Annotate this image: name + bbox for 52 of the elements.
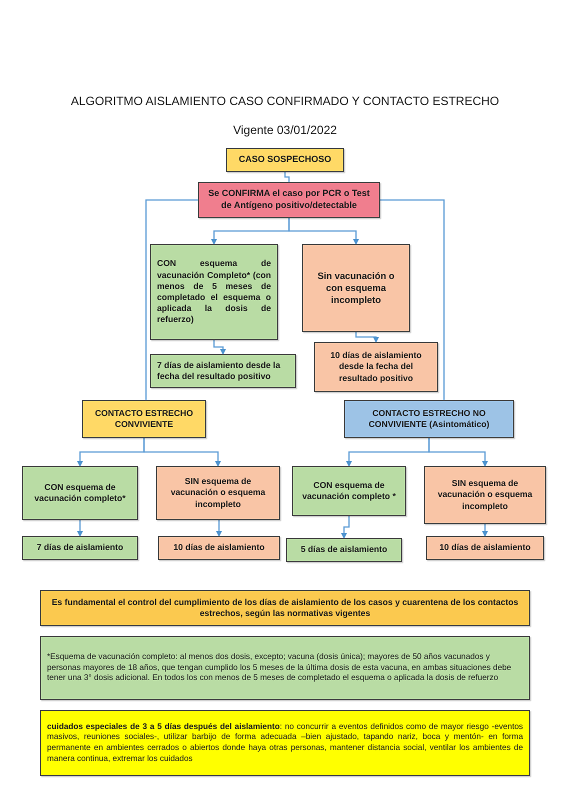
box-text: 10 días de aislamiento (438, 542, 532, 554)
box-text: 5 días de aislamiento (300, 544, 388, 556)
result-box (22, 536, 138, 560)
start-box (226, 148, 344, 172)
box-text: SIN esquema de vacunación o esquema incompleto (170, 476, 266, 510)
result-box (150, 354, 296, 388)
note-text: Es fundamental el control del cumplimiento de los días de aislamiento de los casos y cuarentena de los contactos estrechos, según las normativas vigentes (50, 596, 520, 620)
box-text: CON esquema de vacunación completo * (301, 480, 397, 502)
arrow (77, 520, 83, 537)
result-box (158, 536, 280, 560)
box-text: 7 días de aislamiento desde la fecha del resultado positivo (157, 360, 282, 382)
connector-line (145, 199, 198, 400)
box-text: Sin vacunación o con esquema incompleto (316, 270, 396, 306)
box-text: CONTACTO ESTRECHO NO CONVIVIENTE (Asintomático) (368, 408, 490, 430)
note-box (40, 710, 530, 776)
result-box (286, 538, 402, 562)
box-text: Se CONFIRMA el caso por PCR o Test de Antígeno positivo/detectable (207, 188, 371, 212)
category-box (82, 400, 206, 438)
box-text: 10 días de aislamiento (172, 542, 266, 554)
category-box (344, 400, 514, 438)
result-box (426, 536, 544, 560)
arrow (143, 438, 221, 467)
arrow (482, 524, 488, 537)
note-box (40, 636, 530, 700)
condition-box (156, 466, 280, 520)
box-text: CASO SOSPECHOSO (238, 154, 332, 166)
condition-box (22, 466, 138, 520)
condition-box (424, 466, 546, 524)
arrow (213, 340, 226, 355)
box-text: 10 días de aislamiento desde la fecha del resultado positivo (329, 350, 423, 384)
validity-date: Vigente 03/01/2022 (232, 123, 338, 137)
arrow (216, 520, 222, 537)
result-box (314, 342, 438, 392)
box-text: 7 días de aislamiento (36, 542, 124, 554)
box-text: CONTACTO ESTRECHO CONVIVIENTE (94, 408, 194, 430)
condition-box (292, 466, 406, 516)
connector-line (284, 172, 290, 182)
condition-box (150, 244, 278, 340)
arrow (341, 516, 350, 539)
arrow (428, 438, 488, 467)
box-text: CON esquema de vacunación Completo* (con menos de 5 meses de completado el esquema o aplicada la dosis de refuerzo) (157, 258, 271, 326)
note-box (40, 590, 530, 626)
note-text: cuidados especiales de 3 a 5 días después del aislamiento: no concurrir a eventos definidos como de mayor riesgo -eventos masivos, reuniones sociales-, utilizar barbijo de forma adecuada –bien ajustado, tapando nariz, boca y mentón- en forma permanente en ambientes cerrados o abiertos donde haya otras personas, mantener distancia social, ventilar los ambientes de manera continua, extremar los cuidados (47, 722, 523, 764)
box-text: SIN esquema de vacunación o esquema incompleto (436, 478, 534, 512)
note-text: *Esquema de vacunación completo: al menos dos dosis, excepto; vacuna (dosis única); mayores de 50 años vacunados y personas mayores de 18 años, que tengan cumplido los 5 meses de la última dosis de esta vacuna, en ambas situaciones debe tener una 3° dosis adicional. En todos los con menos de 5 meses de completado el esquema o aplicada la dosis de refuerzo (47, 652, 512, 684)
arrow (355, 332, 379, 343)
connector-line (380, 199, 445, 400)
arrow (288, 218, 359, 245)
confirm-box (198, 182, 380, 218)
box-text: CON esquema de vacunación completo* (33, 482, 127, 504)
diagram-title: ALGORITMO AISLAMIENTO CASO CONFIRMADO Y CONTACTO ESTRECHO (70, 94, 500, 108)
condition-box (302, 244, 410, 332)
